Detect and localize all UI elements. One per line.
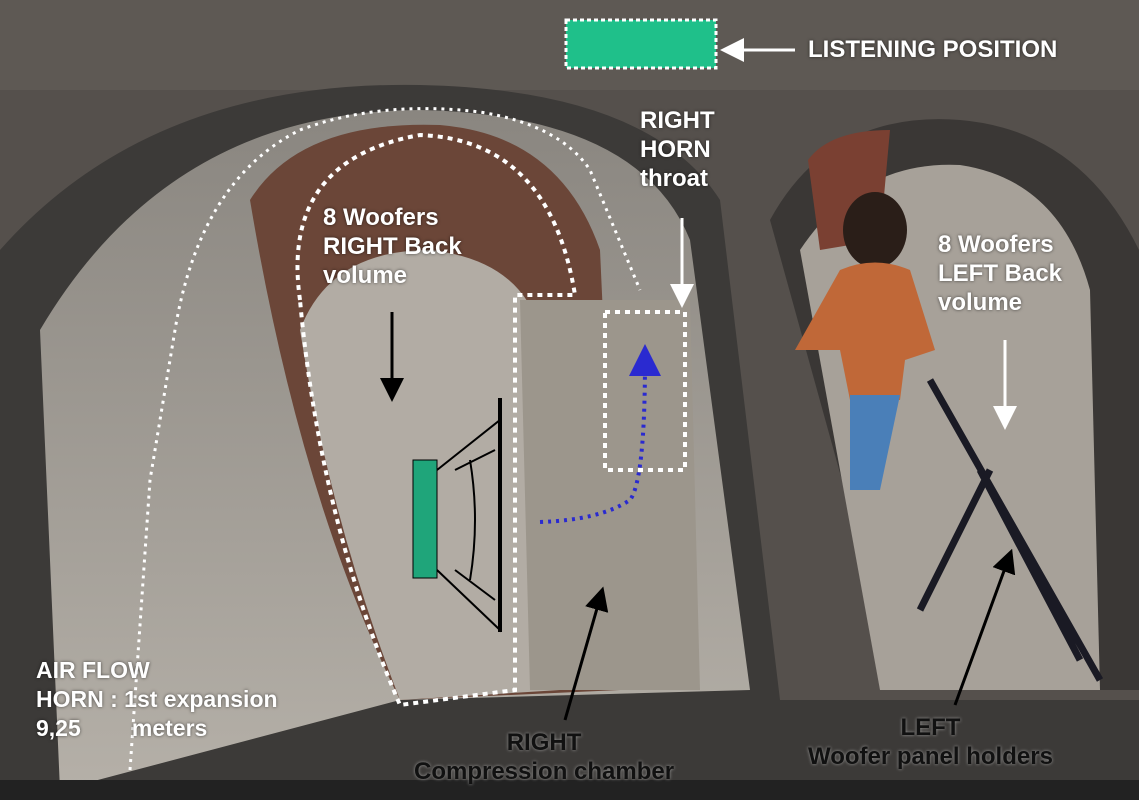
label-line: volume [938, 289, 1023, 316]
label-line: volume [323, 262, 408, 289]
air-flow-label: AIR FLOW HORN : 1st expansion 9,25 meter… [36, 656, 278, 743]
label-line: 8 Woofers [323, 204, 439, 231]
label-line: 8 Woofers [938, 231, 1054, 258]
label-line: AIR FLOW [36, 657, 150, 683]
label-line: LEFT [900, 714, 961, 741]
label-line: RIGHT [506, 729, 582, 756]
label-line: RIGHT [640, 107, 715, 134]
railing [916, 378, 1104, 682]
person-body [795, 262, 935, 400]
arrow-icon [953, 548, 1016, 706]
listening-position-marker [564, 18, 718, 70]
label-line: Compression chamber [414, 758, 675, 785]
right-back-volume-label: 8 Woofers RIGHT Back volume [323, 203, 462, 290]
person-head [843, 192, 907, 268]
right-compression-chamber-label: RIGHT Compression chamber [414, 728, 674, 786]
label-line: Woofer panel holders [808, 743, 1053, 770]
left-back-volume-label: 8 Woofers LEFT Back volume [938, 230, 1062, 317]
right-horn-throat-label: RIGHT HORN throat [640, 106, 715, 193]
label-line: HORN : 1st expansion [36, 686, 278, 712]
label-line: 9,25 meters [36, 715, 208, 741]
label-line: throat [640, 165, 708, 192]
person-legs [850, 395, 900, 490]
label-line: LEFT Back [938, 260, 1063, 287]
listening-position-label: LISTENING POSITION [808, 36, 1058, 63]
air-flow-path [128, 107, 642, 771]
throat-outline [603, 310, 687, 472]
label-line: HORN [640, 136, 711, 163]
blue-flow-arrow [539, 344, 661, 524]
arrow-icon [563, 586, 609, 721]
left-woofer-panel-holders-label: LEFT Woofer panel holders [808, 713, 1053, 771]
label-line: RIGHT Back [323, 233, 462, 260]
woofer-icon [412, 459, 438, 579]
